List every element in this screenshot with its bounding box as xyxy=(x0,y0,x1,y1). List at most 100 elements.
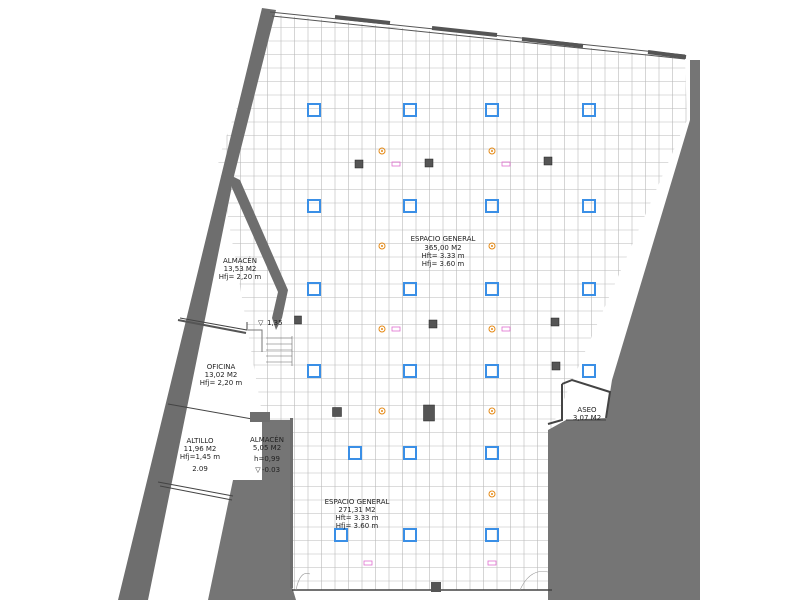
ceiling-light-icon xyxy=(582,199,596,213)
smoke-detector-icon xyxy=(488,325,496,333)
column-icon xyxy=(428,319,438,329)
label-oficina: OFICINA 13,02 M2 Hfj= 2,20 m xyxy=(200,363,243,387)
ceiling-light-icon xyxy=(403,103,417,117)
column-icon xyxy=(332,407,342,417)
ceiling-light-icon xyxy=(403,364,417,378)
svg-text:5,05 M2: 5,05 M2 xyxy=(253,444,281,452)
right-solid-block xyxy=(548,60,700,600)
ceiling-light-icon xyxy=(582,282,596,296)
ceiling-light-icon xyxy=(403,446,417,460)
ceiling-light-icon xyxy=(307,199,321,213)
smoke-detector-dot xyxy=(491,150,493,152)
smoke-detector-dot xyxy=(491,328,493,330)
label-almacen-1: ALMACÉN 13,53 M2 Hfj= 2,20 m xyxy=(219,256,262,281)
bottom-wall xyxy=(292,571,552,592)
smoke-detector-dot xyxy=(381,328,383,330)
vent-icon xyxy=(391,326,401,332)
column-icon xyxy=(551,361,561,371)
vent-icon xyxy=(487,560,497,566)
svg-text:ASEO: ASEO xyxy=(577,406,597,414)
ceiling-light-icon xyxy=(403,282,417,296)
smoke-detector-dot xyxy=(491,410,493,412)
smoke-detector-icon xyxy=(378,325,386,333)
column-icon xyxy=(354,159,364,169)
svg-text:Hfj= 3.60 m: Hfj= 3.60 m xyxy=(336,522,379,530)
ceiling-light-icon xyxy=(403,528,417,542)
svg-text:3,07 M2: 3,07 M2 xyxy=(573,414,601,422)
label-espacio-general-2: ESPACIO GENERAL 271,31 M2 Hft= 3.33 m Hf… xyxy=(325,498,390,530)
svg-text:Hfj= 3.60 m: Hfj= 3.60 m xyxy=(422,260,465,268)
ceiling-light-icon xyxy=(485,282,499,296)
smoke-detector-icon xyxy=(378,147,386,155)
ceiling-light-icon xyxy=(485,103,499,117)
svg-text:ESPACIO GENERAL: ESPACIO GENERAL xyxy=(325,498,390,506)
svg-text:Hft= 3.33 m: Hft= 3.33 m xyxy=(421,252,464,260)
column-icon xyxy=(294,315,302,325)
ceiling-light-icon xyxy=(485,364,499,378)
ceiling-light-icon xyxy=(307,364,321,378)
column-icon xyxy=(423,404,435,422)
fixtures-layer xyxy=(294,103,596,566)
stair-level-label: ▽ 1,35 xyxy=(258,319,283,327)
ceiling-light-icon xyxy=(582,103,596,117)
smoke-detector-icon xyxy=(488,242,496,250)
left-inner-wall xyxy=(232,176,288,330)
stair xyxy=(266,336,293,366)
vent-icon xyxy=(501,326,511,332)
svg-text:-0.03: -0.03 xyxy=(262,466,280,474)
svg-text:ALMACÉN: ALMACÉN xyxy=(223,256,257,265)
svg-text:Hfj=1,45 m: Hfj=1,45 m xyxy=(180,453,220,461)
ceiling-light-icon xyxy=(485,199,499,213)
smoke-detector-icon xyxy=(378,242,386,250)
smoke-detector-dot xyxy=(381,410,383,412)
ceiling-light-icon xyxy=(485,528,499,542)
ceiling-light-icon xyxy=(403,199,417,213)
column-icon xyxy=(550,317,560,327)
smoke-detector-icon xyxy=(378,407,386,415)
svg-text:OFICINA: OFICINA xyxy=(207,363,236,371)
ceiling-light-icon xyxy=(307,103,321,117)
svg-text:271,31 M2: 271,31 M2 xyxy=(338,506,375,514)
label-aseo: ASEO 3,07 M2 xyxy=(573,406,601,422)
label-altillo: ALTILLO 11,96 M2 Hfj=1,45 m 2.09 xyxy=(180,437,220,473)
left-outer-wall xyxy=(118,8,276,600)
svg-text:13,53 M2: 13,53 M2 xyxy=(224,265,257,273)
svg-text:Hfj= 2,20 m: Hfj= 2,20 m xyxy=(200,379,243,387)
ceiling-light-icon xyxy=(348,446,362,460)
ceiling-light-icon xyxy=(307,282,321,296)
label-espacio-general-1: ESPACIO GENERAL 365,00 M2 Hft= 3.33 m Hf… xyxy=(411,235,476,268)
smoke-detector-icon xyxy=(488,407,496,415)
level-mark-icon: ▽ xyxy=(258,319,264,327)
smoke-detector-dot xyxy=(381,150,383,152)
svg-text:ESPACIO GENERAL: ESPACIO GENERAL xyxy=(411,235,476,243)
svg-text:2.09: 2.09 xyxy=(192,465,208,473)
vent-icon xyxy=(363,560,373,566)
smoke-detector-dot xyxy=(491,493,493,495)
svg-text:1,35: 1,35 xyxy=(267,319,283,327)
left-rooms xyxy=(157,317,293,588)
ceiling-light-icon xyxy=(485,446,499,460)
svg-text:h=0,99: h=0,99 xyxy=(254,455,280,463)
ceiling-light-icon xyxy=(582,364,596,378)
level-mark-icon: ▽ xyxy=(255,466,261,474)
svg-text:Hft= 3.33 m: Hft= 3.33 m xyxy=(335,514,378,522)
exterior-walls xyxy=(118,8,700,600)
svg-text:ALTILLO: ALTILLO xyxy=(186,437,214,445)
aseo-walls xyxy=(547,378,612,425)
smoke-detector-icon xyxy=(488,490,496,498)
ceiling-light-icon xyxy=(334,528,348,542)
smoke-detector-dot xyxy=(491,245,493,247)
vent-icon xyxy=(501,161,511,167)
smoke-detector-icon xyxy=(488,147,496,155)
smoke-detector-dot xyxy=(381,245,383,247)
svg-text:Hfj= 2,20 m: Hfj= 2,20 m xyxy=(219,273,262,281)
svg-text:ALMACÉN: ALMACÉN xyxy=(250,435,284,444)
column-icon xyxy=(543,156,553,166)
column-icon xyxy=(424,158,434,168)
svg-text:11,96 M2: 11,96 M2 xyxy=(184,445,217,453)
svg-text:13,02 M2: 13,02 M2 xyxy=(205,371,238,379)
top-facade xyxy=(269,11,687,60)
svg-text:365,00 M2: 365,00 M2 xyxy=(424,244,461,252)
vent-icon xyxy=(391,161,401,167)
